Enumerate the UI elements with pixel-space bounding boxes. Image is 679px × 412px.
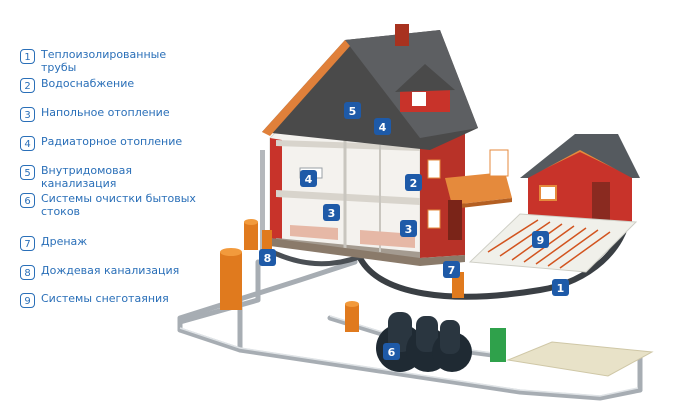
svg-text:6: 6 — [388, 346, 396, 359]
legend-label: Системы очистки бытовых стоков — [41, 192, 196, 218]
badge-7: 7 — [443, 261, 460, 278]
sewage-treatment-tanks — [345, 301, 472, 372]
green-well — [490, 328, 506, 362]
legend-label: Системы снеготаяния — [41, 292, 169, 305]
badge-5: 5 — [344, 102, 361, 119]
svg-text:9: 9 — [537, 234, 545, 247]
legend-number: 9 — [20, 293, 35, 308]
svg-text:4: 4 — [305, 173, 313, 186]
legend-item: 8 Дождевая канализация — [20, 264, 201, 280]
badge-2: 2 — [405, 174, 422, 191]
legend-number: 3 — [20, 107, 35, 122]
legend-label: Дождевая канализация — [41, 264, 180, 277]
badge-3: 3 — [400, 220, 417, 237]
svg-text:4: 4 — [379, 121, 387, 134]
snow-melting-area — [468, 213, 638, 273]
badge-8: 8 — [259, 249, 276, 266]
legend-item: 9 Системы снеготаяния — [20, 292, 201, 308]
legend-item: 3 Напольное отопление — [20, 106, 201, 122]
legend-number: 1 — [20, 49, 35, 64]
badge-4: 4 — [374, 118, 391, 135]
main-house — [262, 24, 512, 266]
insulated-pipe — [357, 211, 631, 300]
legend-item: 5 Внутридомовая канализация — [20, 164, 201, 190]
svg-text:7: 7 — [448, 264, 456, 277]
badge-3: 3 — [323, 204, 340, 221]
legend-label: Теплоизолированные трубы — [41, 48, 167, 74]
legend-number: 6 — [20, 193, 35, 208]
legend-number: 5 — [20, 165, 35, 180]
garage — [520, 134, 640, 222]
legend-label: Дренаж — [41, 235, 88, 248]
legend-number: 7 — [20, 236, 35, 251]
svg-text:3: 3 — [405, 223, 413, 236]
filtration-bed — [506, 341, 654, 377]
legend-number: 2 — [20, 78, 35, 93]
svg-text:3: 3 — [328, 207, 336, 220]
badge-4: 4 — [300, 170, 317, 187]
badge-1: 1 — [552, 279, 569, 296]
downpipe — [260, 150, 265, 250]
rain-drainage-well — [220, 219, 272, 310]
legend-item: 1 Теплоизолированные трубы — [20, 48, 201, 74]
svg-text:2: 2 — [410, 177, 418, 190]
drainage-well — [452, 272, 464, 298]
drain-pipe — [266, 247, 363, 267]
badge-9: 9 — [532, 231, 549, 248]
svg-text:5: 5 — [349, 105, 357, 118]
legend-number: 4 — [20, 136, 35, 151]
legend-label: Внутридомовая канализация — [41, 164, 132, 190]
legend-label: Радиаторное отопление — [41, 135, 183, 148]
legend-item: 7 Дренаж — [20, 235, 201, 251]
legend-label: Водоснабжение — [41, 77, 135, 90]
legend-label: Напольное отопление — [41, 106, 170, 119]
legend-item: 6 Системы очистки бытовых стоков — [20, 192, 201, 218]
legend-item: 2 Водоснабжение — [20, 77, 201, 93]
legend-number: 8 — [20, 265, 35, 280]
legend-item: 4 Радиаторное отопление — [20, 135, 201, 151]
badge-6: 6 — [383, 343, 400, 360]
svg-text:8: 8 — [264, 252, 272, 265]
svg-text:1: 1 — [557, 282, 565, 295]
